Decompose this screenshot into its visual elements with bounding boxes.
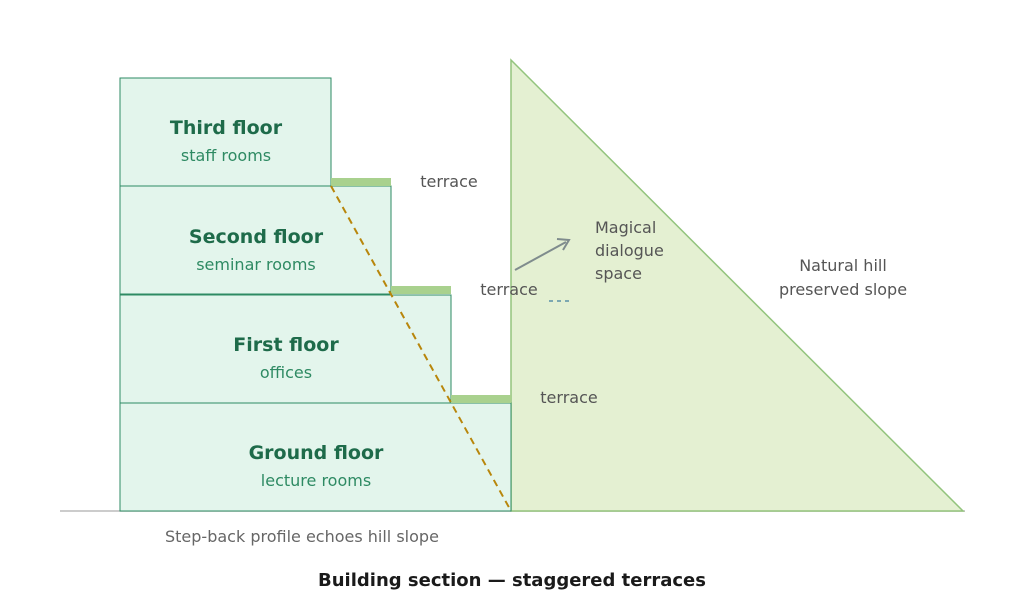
dialogue-arrow (514, 241, 567, 271)
terrace-slab-second (391, 286, 451, 294)
floor-use-ground: lecture rooms (261, 471, 371, 490)
dialogue-space-line3: space (595, 264, 642, 283)
dialogue-arrow-head (556, 238, 571, 251)
terrace-slab-first (451, 395, 511, 403)
step-back-slope-line (330, 185, 512, 512)
floor-block-ground (119, 402, 512, 512)
natural-hill (510, 58, 965, 512)
terrace-label-first: terrace (540, 388, 597, 407)
floor-title-ground: Ground floor (249, 442, 384, 464)
terrace-label-second: terrace (480, 280, 537, 299)
terrace-slab-third (331, 178, 391, 186)
hill-label-line2: preserved slope (779, 280, 907, 299)
hill-label-line1: Natural hill (799, 256, 887, 275)
floor-use-third: staff rooms (181, 146, 271, 165)
dialogue-space-line2: dialogue (595, 241, 664, 260)
floor-use-first: offices (260, 363, 312, 382)
diagram-title: Building section — staggered terraces (318, 570, 706, 591)
floor-block-second (119, 185, 392, 295)
floor-use-second: seminar rooms (196, 255, 316, 274)
floor-title-first: First floor (233, 334, 339, 356)
floor-block-first (119, 294, 452, 404)
dialogue-space-line1: Magical (595, 218, 656, 237)
diagram-caption: Step-back profile echoes hill slope (165, 527, 439, 546)
floor-title-second: Second floor (189, 226, 324, 248)
floor-title-third: Third floor (170, 117, 283, 139)
terrace-label-third: terrace (420, 172, 477, 191)
floor-block-third (119, 77, 332, 187)
